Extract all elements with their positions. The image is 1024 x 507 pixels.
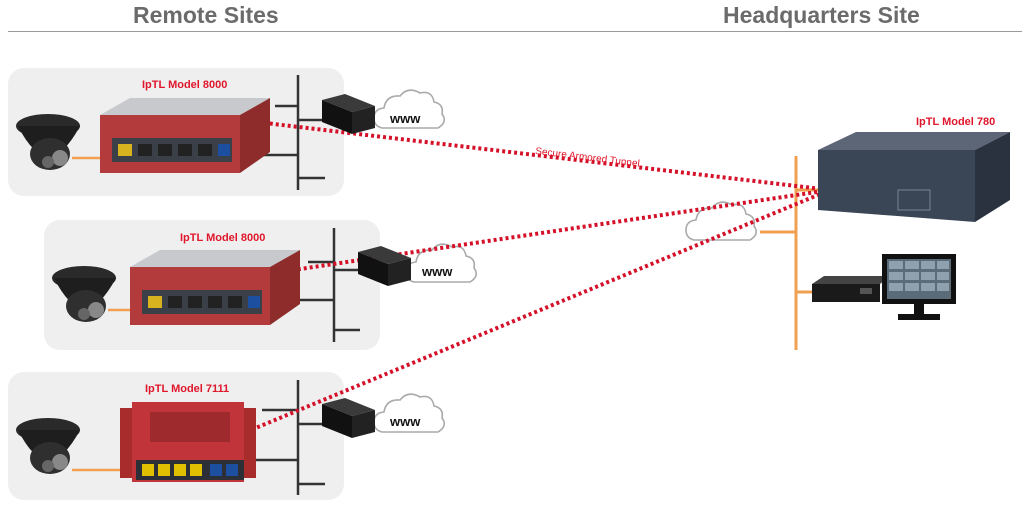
header-divider — [8, 31, 1022, 32]
poe-switch-icon — [100, 98, 270, 173]
cloud-icon — [685, 201, 758, 241]
poe-switch-icon — [130, 250, 300, 325]
secure-tunnel-lines — [239, 118, 831, 434]
dome-camera-icon — [52, 266, 116, 322]
site1-model-label: IpTL Model 8000 — [142, 79, 228, 91]
modem-icon — [358, 246, 411, 286]
site3-www-label: www — [390, 414, 421, 429]
modem-icon — [322, 94, 375, 134]
industrial-router-icon — [120, 402, 256, 482]
site2-model-label: IpTL Model 8000 — [180, 232, 266, 244]
site1-www-label: www — [390, 111, 421, 126]
remote-sites-heading: Remote Sites — [133, 2, 279, 28]
hq-model-label: IpTL Model 780 — [916, 116, 996, 128]
hq-site-heading: Headquarters Site — [723, 2, 920, 28]
site3-model-label: IpTL Model 7111 — [145, 383, 230, 395]
dome-camera-icon — [16, 114, 80, 170]
nvr-icon — [812, 276, 890, 302]
hq-router-icon — [818, 132, 1010, 222]
site2-www-label: www — [422, 264, 453, 279]
monitor-icon — [882, 254, 956, 320]
modem-icon — [322, 398, 375, 438]
dome-camera-icon — [16, 418, 80, 474]
